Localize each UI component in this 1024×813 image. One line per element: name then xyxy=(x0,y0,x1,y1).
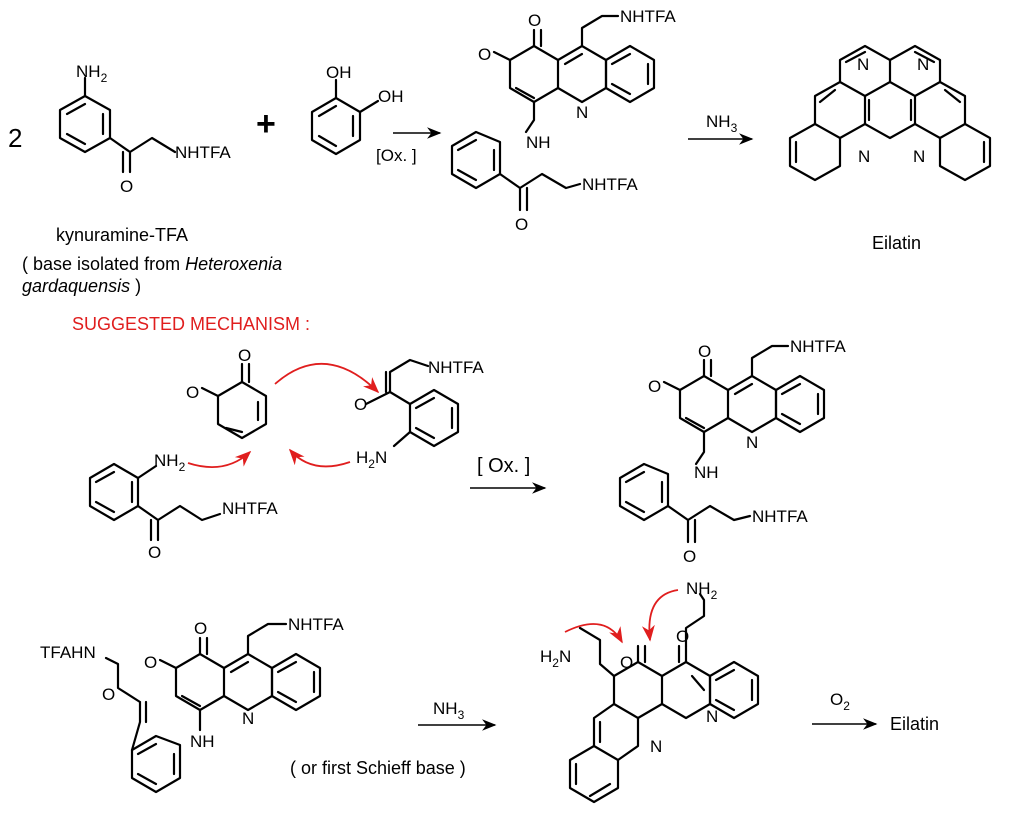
left-amine-carbonyl-o: O xyxy=(148,543,161,562)
mechanism-arrow-amine-to-quinone xyxy=(288,448,351,468)
mechanism-product-structure: O O NHTFA N NH NHTFA O xyxy=(618,337,846,566)
top-adduct-nh-label: NH xyxy=(526,133,551,152)
mechanism-product-side-chain-label: NHTFA xyxy=(790,337,846,356)
bottom-right-o2: O xyxy=(676,627,689,646)
left-amine-side-chain-label: NHTFA xyxy=(222,499,278,518)
top-adduct-ring-n: N xyxy=(576,103,588,122)
eilatin-structure: N N N N xyxy=(788,44,992,182)
catechol-structure: OH OH xyxy=(310,63,404,156)
top-ammonia-label: NH3 xyxy=(706,112,738,135)
bottom-left-carbonyl-o: O xyxy=(102,685,115,704)
quinone-o2: O xyxy=(186,383,199,402)
top-adduct-structure: O O NHTFA N NH NHTFA O xyxy=(450,7,676,234)
mechanism-heading: SUGGESTED MECHANISM : xyxy=(72,314,310,334)
o-quinone-structure: O O xyxy=(186,346,268,440)
bottom-right-n1: N xyxy=(706,707,718,726)
plus-sign: + xyxy=(256,105,276,143)
eilatin-n4: N xyxy=(913,147,925,166)
bottom-product-label: Eilatin xyxy=(890,714,939,734)
eilatin-caption: Eilatin xyxy=(872,233,921,253)
mechanism-arrow-quinone-to-amine xyxy=(274,363,380,394)
stoichiometric-coefficient: 2 xyxy=(8,123,22,153)
bottom-left-tfahn-label: TFAHN xyxy=(40,643,96,662)
bottom-left-side-chain-label: NHTFA xyxy=(288,615,344,634)
kynuramine-side-chain-label: NHTFA xyxy=(175,143,231,162)
right-amine-carbonyl-o: O xyxy=(354,395,367,414)
kynuramine-structure: NH2 NHTFA O xyxy=(58,62,231,196)
top-oxidation-label: [Ox. ] xyxy=(376,146,417,165)
mechanism-product-o1: O xyxy=(698,342,711,361)
bottom-left-adduct-structure: TFAHN NHTFA O O O N NH xyxy=(40,615,344,794)
right-amine-h2n-label: H2N xyxy=(356,448,387,471)
mechanism-right-amine-structure: NHTFA O H2N xyxy=(354,358,484,471)
top-adduct-side-chain-label-2: NHTFA xyxy=(582,175,638,194)
top-adduct-side-chain-label: NHTFA xyxy=(620,7,676,26)
kynuramine-caption: kynuramine-TFA xyxy=(56,225,188,245)
catechol-oh-label-2: OH xyxy=(378,87,404,106)
bottom-left-ring-n: N xyxy=(242,709,254,728)
kynuramine-carbonyl-o: O xyxy=(120,177,133,196)
mechanism-arrow-h2n-to-ketone xyxy=(564,623,623,644)
catechol-oh-label-1: OH xyxy=(326,63,352,82)
mechanism-left-amine-structure: NH2 NHTFA O xyxy=(88,451,278,562)
left-amine-nh2-label: NH2 xyxy=(154,451,186,474)
eilatin-n1: N xyxy=(857,55,869,74)
bottom-left-o1: O xyxy=(194,619,207,638)
eilatin-n3: N xyxy=(858,147,870,166)
bottom-right-n2: N xyxy=(650,737,662,756)
bottom-right-intermediate-structure: NH2 H2N O O N N xyxy=(540,579,760,804)
quinone-o1: O xyxy=(238,346,251,365)
bottom-left-nh-label: NH xyxy=(190,732,215,751)
mechanism-oxidation-label: [ Ox. ] xyxy=(477,455,530,477)
top-adduct-carbonyl-o: O xyxy=(515,215,528,234)
top-adduct-ketone-o1: O xyxy=(528,11,541,30)
base-origin-caption-line-1: ( base isolated from Heteroxenia xyxy=(22,254,282,274)
eilatin-n2: N xyxy=(917,55,929,74)
base-origin-caption-line-2: gardaquensis ) xyxy=(22,276,141,296)
bottom-left-o2: O xyxy=(144,653,157,672)
bottom-ammonia-label: NH3 xyxy=(433,699,465,722)
top-adduct-ketone-o2: O xyxy=(478,45,491,64)
mechanism-product-nh-label: NH xyxy=(694,463,719,482)
kynuramine-nh2-label: NH2 xyxy=(76,62,108,85)
bottom-right-nh2-top-label: NH2 xyxy=(686,579,718,602)
mechanism-product-carbonyl-o: O xyxy=(683,547,696,566)
right-amine-side-chain-label: NHTFA xyxy=(428,358,484,377)
bottom-right-h2n-label: H2N xyxy=(540,647,571,670)
bottom-right-o1: O xyxy=(620,653,633,672)
mechanism-arrow-left-nh2-to-quinone xyxy=(187,450,252,469)
mechanism-product-side-chain-label-2: NHTFA xyxy=(752,507,808,526)
mechanism-product-ring-n: N xyxy=(746,433,758,452)
mechanism-product-o2: O xyxy=(648,377,661,396)
schiff-base-note: ( or first Schieff base ) xyxy=(290,758,466,778)
bottom-oxygen-label: O2 xyxy=(830,690,850,713)
mechanism-arrow-nh2-to-ketone xyxy=(641,589,679,642)
